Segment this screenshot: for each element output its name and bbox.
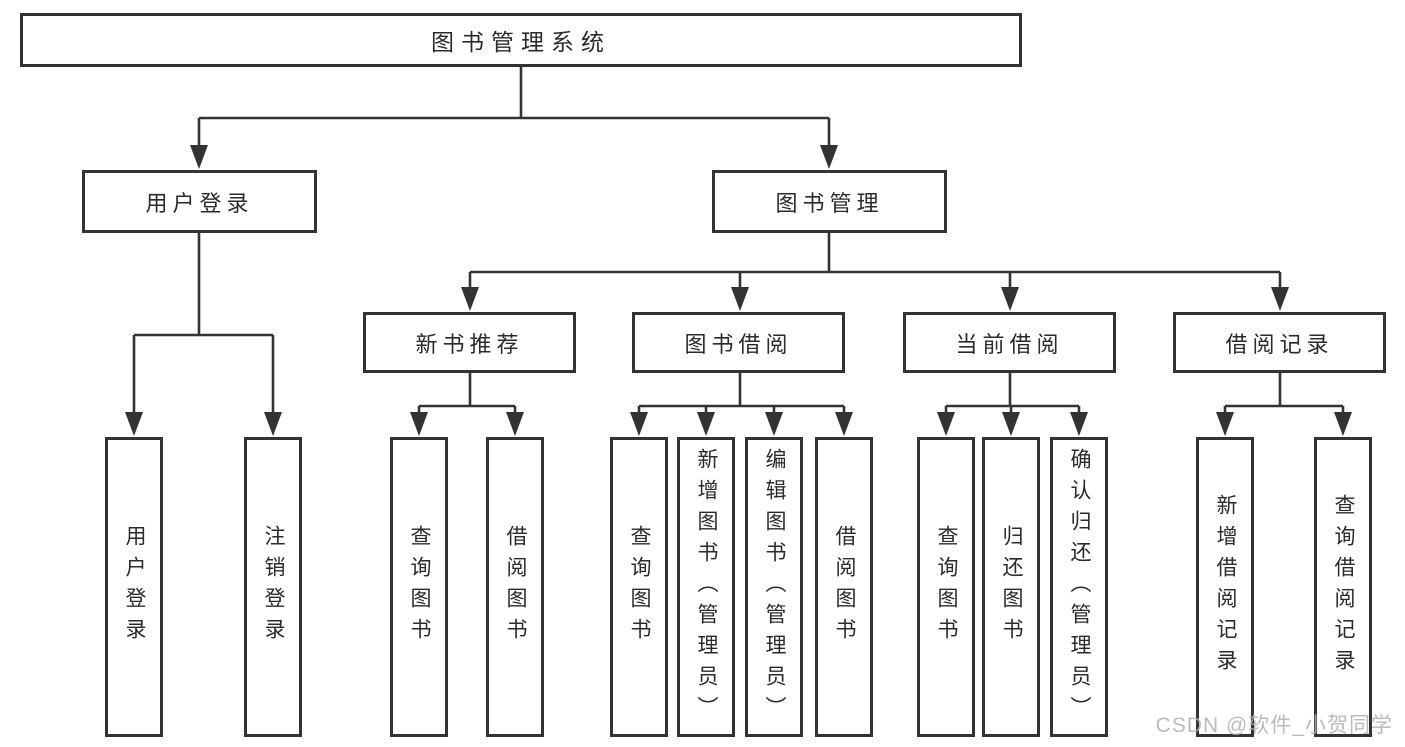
node-label: 新增图书（管理员） (695, 447, 718, 727)
node-book-management: 图书管理 (712, 170, 947, 233)
node-label: 用户登录 (123, 525, 146, 649)
node-label: 新增借阅记录 (1214, 494, 1237, 680)
node-label: 查询借阅记录 (1332, 494, 1355, 680)
leaf-borrow-books-1: 借阅图书 (486, 437, 544, 737)
node-label: 注销登录 (262, 525, 285, 649)
leaf-edit-books-admin: 编辑图书（管理员） (745, 437, 803, 737)
node-label: 图书管理系统 (431, 29, 611, 55)
leaf-user-login: 用户登录 (105, 437, 163, 737)
leaf-add-books-admin: 新增图书（管理员） (677, 437, 735, 737)
node-label: 借阅记录 (1225, 331, 1334, 357)
node-borrowing-records: 借阅记录 (1173, 312, 1386, 373)
node-label: 编辑图书（管理员） (763, 447, 786, 727)
node-label: 确认归还（管理员） (1068, 447, 1091, 727)
node-label: 归还图书 (1000, 525, 1023, 649)
node-new-book-recommend: 新书推荐 (363, 312, 576, 373)
node-label: 查询图书 (935, 525, 958, 649)
leaf-query-books-2: 查询图书 (610, 437, 668, 737)
node-label: 当前借阅 (955, 331, 1064, 357)
leaf-query-books-3: 查询图书 (917, 437, 975, 737)
node-library-management-system: 图书管理系统 (20, 13, 1022, 67)
csdn-watermark: CSDN @软件_小贺同学 (1155, 714, 1393, 737)
leaf-add-borrow-record: 新增借阅记录 (1196, 437, 1254, 737)
node-user-login: 用户登录 (82, 170, 317, 233)
node-label: 查询图书 (628, 525, 651, 649)
node-label: 图书借阅 (684, 331, 793, 357)
leaf-return-books: 归还图书 (982, 437, 1040, 737)
leaf-logout: 注销登录 (244, 437, 302, 737)
leaf-query-books-1: 查询图书 (390, 437, 448, 737)
node-label: 用户登录 (145, 190, 254, 216)
node-label: 新书推荐 (415, 331, 524, 357)
leaf-query-borrow-record: 查询借阅记录 (1314, 437, 1372, 737)
leaf-borrow-books-2: 借阅图书 (815, 437, 873, 737)
node-label: 图书管理 (775, 190, 884, 216)
node-current-borrowing: 当前借阅 (903, 312, 1116, 373)
node-label: 查询图书 (408, 525, 431, 649)
leaf-confirm-return-admin: 确认归还（管理员） (1050, 437, 1108, 737)
node-book-borrowing: 图书借阅 (632, 312, 845, 373)
node-label: 借阅图书 (833, 525, 856, 649)
node-label: 借阅图书 (504, 525, 527, 649)
